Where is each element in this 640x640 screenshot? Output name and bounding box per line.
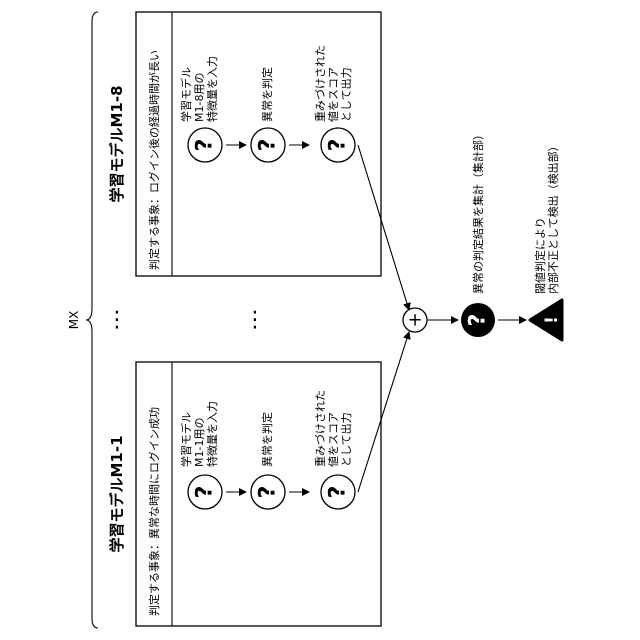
step-text: 異常を判定	[260, 67, 274, 122]
group-bracket	[86, 12, 98, 628]
step-glyph: ?	[256, 486, 281, 499]
ellipsis-right: ⋮	[244, 308, 266, 333]
model-title-top: 学習モデルM1-8	[108, 85, 126, 202]
step-glyph: ?	[326, 139, 351, 152]
ellipsis-left: ⋮	[106, 308, 128, 333]
model-event-bottom: 判定する事象：異常な時間にログイン成功	[147, 407, 161, 616]
sum-symbol: +	[407, 310, 422, 331]
step-glyph: ?	[193, 486, 218, 499]
model-title-bottom: 学習モデルM1-1	[108, 435, 126, 552]
aggregate-label: 異常の判定結果を集計（集計部）	[471, 129, 485, 294]
group-label: MX	[67, 311, 81, 330]
warning-glyph: !	[542, 316, 562, 324]
step-glyph: ?	[326, 486, 351, 499]
step-text: 異常を判定	[260, 412, 274, 467]
aggregate-glyph: ?	[466, 314, 491, 327]
step-glyph: ?	[193, 139, 218, 152]
model-event-top: 判定する事象：ログイン後の経過時間が長い	[147, 50, 161, 270]
detect-label: 閾値判定により 内部不正として検出（検出部）	[533, 140, 560, 294]
step-glyph: ?	[256, 139, 281, 152]
